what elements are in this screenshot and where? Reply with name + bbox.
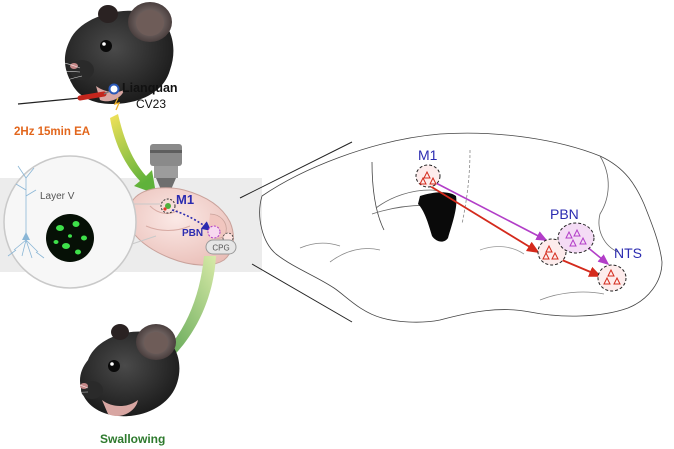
pathway-relay-to-nts (561, 259, 602, 277)
fluorescent-cells (53, 221, 87, 255)
nts-region (597, 264, 627, 292)
electrode-icon (17, 83, 121, 111)
mouse-head-top (19, 2, 174, 105)
neuron-icon (7, 165, 45, 259)
m1-recording-site (160, 198, 176, 214)
pbn-region-label: PBN (550, 206, 579, 222)
mouse-snout-top (70, 60, 94, 80)
lateral-ventricle (418, 192, 457, 242)
layer-label: Layer V (40, 191, 75, 202)
stimulation-label: 2Hz 15min EA (14, 126, 90, 138)
acupoint-marker (108, 83, 120, 95)
sagittal-brain-outline (259, 132, 663, 323)
nts-region-label: NTS (614, 245, 642, 261)
acupoint-name: Lianquan (122, 81, 178, 95)
arrow-acupoint-to-m1 (110, 114, 156, 194)
spark-icon (113, 97, 121, 111)
neuron-soma (22, 232, 30, 240)
mouse-eye-top (100, 40, 112, 52)
outcome-label: Swallowing (100, 432, 165, 446)
relay-region (537, 238, 567, 266)
zoom-line-top (239, 141, 353, 199)
pbn-small-site (207, 225, 221, 239)
mouse-eye-top-glint (102, 42, 106, 46)
pbn-region (557, 222, 595, 254)
m1-small-label: M1 (176, 192, 194, 207)
cpg-label: CPG (212, 244, 229, 253)
mouse-ear-top-inner (136, 10, 164, 36)
pbn-small-label: PBN (182, 228, 203, 239)
m1-region (415, 164, 441, 188)
cpg-box (205, 239, 237, 255)
mouse-whiskers-top (19, 58, 83, 97)
mouse-head-bottom (29, 324, 180, 417)
pathway-pbn-to-nts (585, 245, 610, 266)
pathway-m1-to-nts-relay (429, 185, 540, 253)
mouse-ear-side (98, 5, 118, 23)
m1-region-label: M1 (418, 147, 438, 163)
zoom-line-bottom (251, 263, 353, 323)
pathway-m1-to-pbn (433, 181, 548, 241)
acupoint-code: CV23 (136, 97, 166, 111)
mouse-chin-top (96, 86, 124, 102)
